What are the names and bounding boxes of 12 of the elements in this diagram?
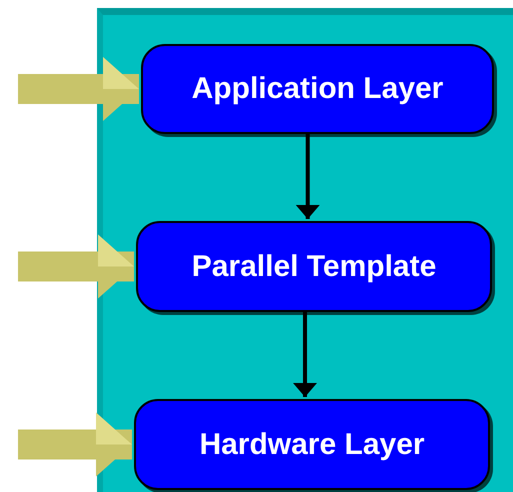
block-arrow	[18, 57, 139, 121]
layer-label: Parallel Template	[192, 250, 436, 284]
panel-background	[97, 8, 513, 492]
arrow	[293, 312, 317, 397]
block-arrow	[18, 234, 134, 298]
block-arrow	[18, 412, 132, 476]
layer-label: Hardware Layer	[199, 428, 425, 462]
layer-box	[136, 221, 492, 312]
arrow	[296, 134, 320, 219]
layer-box	[141, 44, 494, 134]
layer-label: Application Layer	[192, 72, 444, 106]
layer-box	[134, 399, 490, 490]
